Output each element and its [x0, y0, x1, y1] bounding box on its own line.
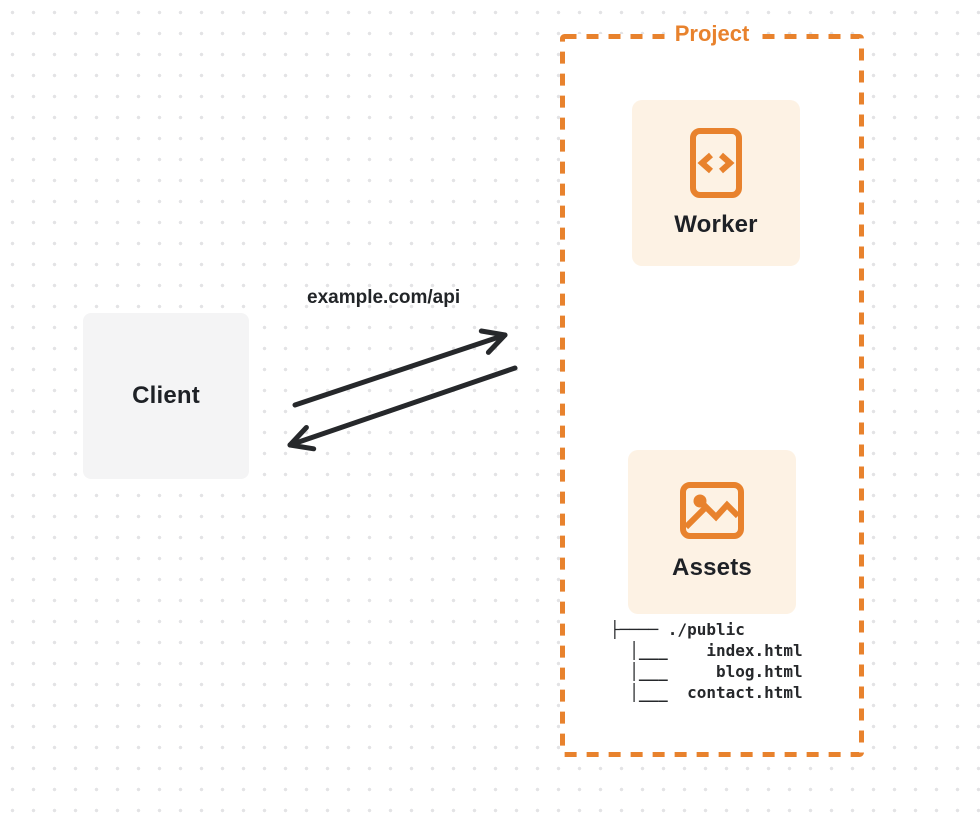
assets-label: Assets — [672, 554, 752, 581]
assets-file-tree: ├──── ./public │___ index.html │___ blog… — [610, 620, 803, 702]
image-icon — [680, 482, 744, 539]
worker-label: Worker — [674, 210, 758, 238]
project-label: Project — [665, 19, 759, 48]
assets-node: Assets — [628, 450, 796, 614]
request-arrow — [292, 328, 508, 408]
project-boundary: Project Worker Assets ├──── ./public │__… — [560, 19, 864, 757]
connection-url-label: example.com/api — [307, 287, 461, 308]
code-file-icon — [690, 127, 742, 198]
response-arrow — [287, 365, 518, 452]
worker-node: Worker — [632, 100, 800, 266]
client-node: Client — [83, 313, 249, 479]
client-label: Client — [132, 382, 200, 409]
